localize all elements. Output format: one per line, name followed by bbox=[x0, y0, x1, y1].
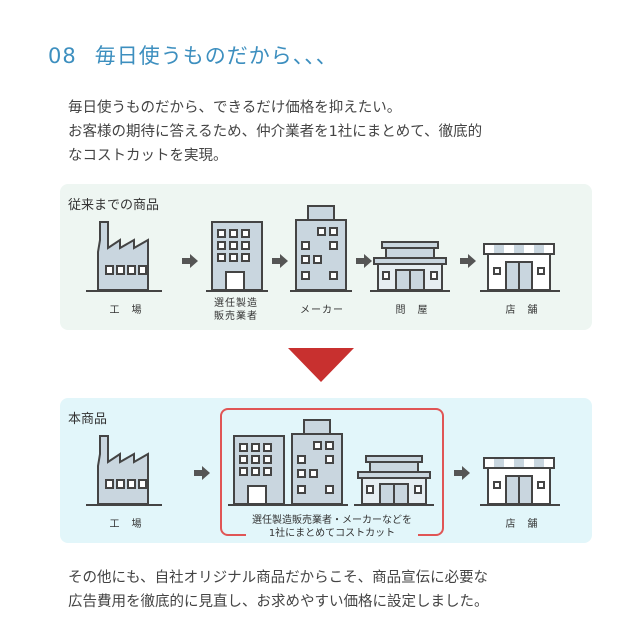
office-building-icon bbox=[206, 221, 269, 292]
step-label: 店 舗 bbox=[505, 305, 539, 316]
arrow-down-icon bbox=[288, 348, 354, 382]
before-flow-panel: 従来までの商品 工 場 選任製造 販売業者 メーカー 問 屋 店 舗 bbox=[60, 184, 592, 330]
arrow-right-icon bbox=[460, 254, 476, 268]
outro-text: その他にも、自社オリジナル商品だからこそ、商品宣伝に必要な 広告費用を徹底的に見… bbox=[68, 570, 489, 610]
office-building-icon bbox=[228, 435, 291, 506]
arrow-right-icon bbox=[194, 466, 210, 480]
arrow-right-icon bbox=[454, 466, 470, 480]
wholesaler-icon bbox=[354, 455, 435, 506]
factory-icon bbox=[86, 221, 163, 292]
intro-text: 毎日使うものだから、できるだけ価格を抑えたい。 お客様の期待に答えるため、仲介業… bbox=[68, 100, 483, 164]
step-label: 問 屋 bbox=[395, 305, 429, 316]
tall-building-icon bbox=[289, 205, 353, 292]
step-label: 工 場 bbox=[109, 305, 143, 316]
panel-label: 従来までの商品 bbox=[68, 198, 160, 213]
step-label: 店 舗 bbox=[505, 519, 539, 530]
arrow-right-icon bbox=[272, 254, 288, 268]
wholesaler-icon bbox=[370, 241, 451, 292]
factory-icon bbox=[86, 435, 163, 506]
panel-label: 本商品 bbox=[68, 412, 108, 427]
store-icon bbox=[480, 457, 561, 506]
step-label: 工 場 bbox=[109, 519, 143, 530]
step-label: 選任製造 販売業者 bbox=[214, 298, 258, 322]
store-icon bbox=[480, 243, 561, 292]
step-label: メーカー bbox=[300, 305, 344, 316]
tall-building-icon bbox=[285, 419, 349, 506]
arrow-right-icon bbox=[182, 254, 198, 268]
